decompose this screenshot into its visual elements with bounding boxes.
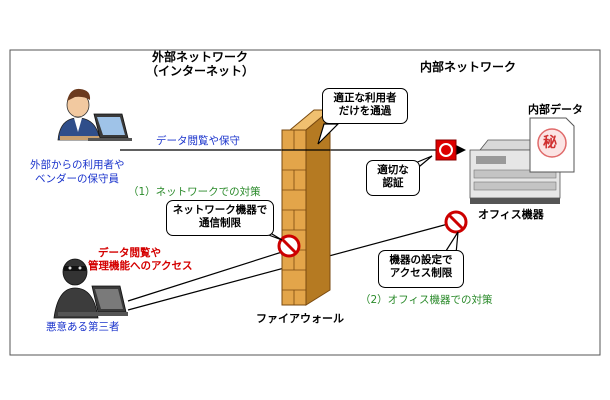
callout-auth: 適切な 認証 [366,160,420,196]
legit-user-label-line2: ベンダーの保守員 [35,173,119,185]
firewall-label: ファイアウォール [256,312,344,325]
attacker-icon [53,258,128,319]
callout-network-restrict: ネットワーク機器で 通信制限 [166,200,274,236]
internal-data-label: 内部データ [528,103,583,116]
attacker-label: 悪意ある第三者 [46,321,120,333]
callout-firewall-pass-line1: 適正な利用者 [333,92,397,104]
legit-user-label-line1: 外部からの利用者や [30,159,125,171]
callout-network-restrict-line2: 通信制限 [199,217,241,229]
measure-device: （2）オフィス機器での対策 [360,294,493,306]
prohibit-icon-firewall [277,234,301,258]
callout-firewall-pass: 適正な利用者 だけを通過 [322,88,408,124]
attack-flow-label-line1: データ閲覧や [98,247,161,259]
auth-ok-icon [435,139,457,161]
callout-auth-line2: 認証 [382,177,404,189]
office-device-label: オフィス機器 [478,208,544,221]
callout-device-restrict-line1: 機器の設定で [389,254,453,266]
callout-device-restrict-line2: アクセス制限 [389,267,453,279]
callout-auth-line1: 適切な [377,164,409,176]
firewall-wall [281,108,332,306]
internal-data-stamp: 秘 [543,135,557,151]
external-network-title: 外部ネットワーク [151,50,248,64]
legit-flow-label: データ閲覧や保守 [156,135,240,147]
callout-firewall-pass-line2: だけを通過 [338,105,392,117]
attack-flow-to-firewall [127,251,283,302]
internal-data-document-icon [529,117,575,173]
attack-flow-label-line2: 管理機能へのアクセス [88,260,193,272]
legit-flow-arrowhead [456,145,466,155]
external-network-subtitle: （インターネット） [145,64,254,78]
internal-network-title: 内部ネットワーク [420,60,517,74]
diagram-border [9,49,601,356]
callout-tail-firewall-pass [317,123,340,145]
callout-network-restrict-line1: ネットワーク機器で [172,204,268,216]
legit-user-icon [57,88,132,141]
callout-device-restrict: 機器の設定で アクセス制限 [378,250,464,288]
prohibit-icon-device [444,210,468,234]
measure-network: （1）ネットワークでの対策 [128,186,261,198]
